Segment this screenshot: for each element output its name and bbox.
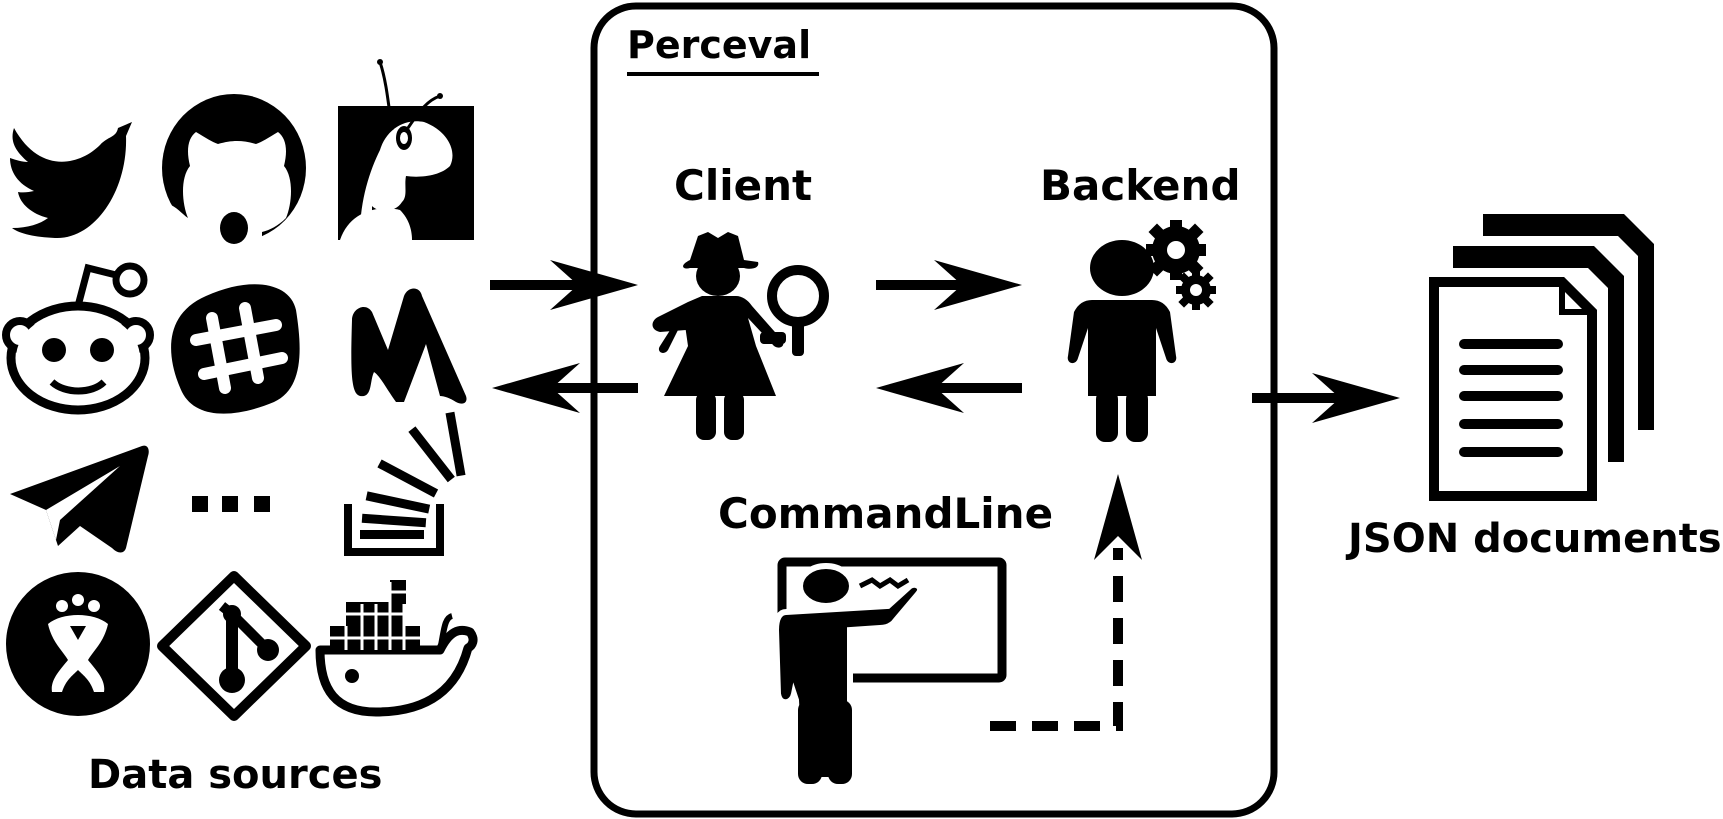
- backend-label: Backend: [1040, 161, 1241, 210]
- json-documents-label: JSON documents: [1345, 516, 1722, 562]
- reddit-icon: [2, 262, 154, 415]
- sources-to-client-arrow: [490, 260, 638, 310]
- commandline-label: CommandLine: [718, 489, 1053, 538]
- documents-stack-icon: [1429, 214, 1654, 501]
- perceval-to-json-arrow: [1252, 373, 1400, 423]
- perceval-box: Perceval: [590, 2, 1278, 818]
- client-label: Client: [674, 161, 812, 210]
- backend-to-client-arrow: [876, 363, 1022, 413]
- git-icon: [157, 571, 311, 721]
- more-sources-ellipsis: [192, 496, 270, 512]
- presenter-board-icon: [772, 557, 1007, 784]
- slack-icon: [171, 284, 300, 414]
- data-sources-group: Data sources: [2, 59, 478, 798]
- data-sources-label: Data sources: [88, 752, 382, 798]
- client-to-backend-arrow: [876, 260, 1022, 310]
- perceval-title: Perceval: [627, 23, 811, 67]
- commandline-component: CommandLine: [718, 489, 1053, 784]
- twitter-icon: [10, 122, 132, 239]
- backend-person-gears-icon: [1067, 220, 1216, 442]
- telegram-icon: [10, 445, 149, 553]
- bugzilla-icon: [338, 59, 474, 240]
- client-component: Client: [652, 161, 829, 440]
- github-icon: [162, 94, 306, 244]
- jenkins-icon: [6, 572, 150, 716]
- stackoverflow-icon: [344, 411, 466, 556]
- json-documents-group: JSON documents: [1345, 214, 1722, 562]
- mattermost-icon: [351, 288, 467, 404]
- client-to-sources-arrow: [492, 363, 638, 413]
- commandline-to-backend-arrow: [990, 474, 1142, 731]
- docker-icon: [315, 580, 478, 717]
- detective-icon: [652, 232, 829, 440]
- backend-component: Backend: [1040, 161, 1241, 442]
